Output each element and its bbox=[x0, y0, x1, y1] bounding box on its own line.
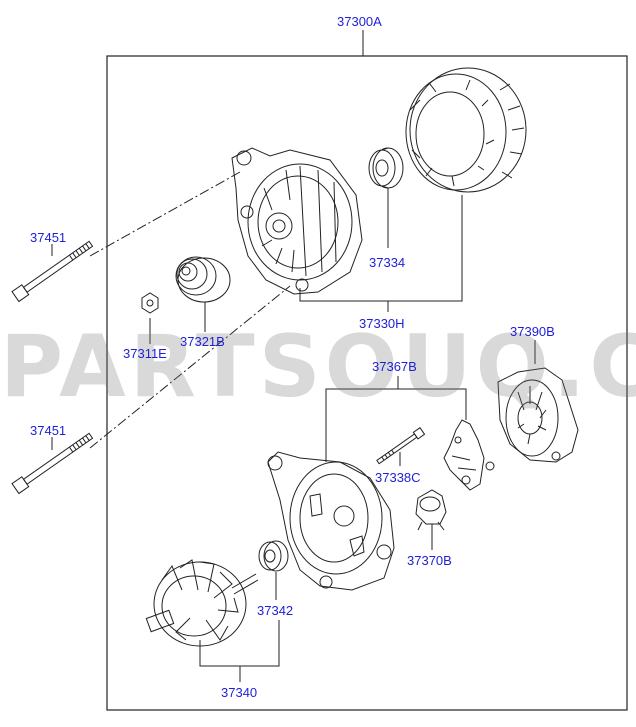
rear-housing-icon bbox=[267, 451, 395, 591]
pulley-icon bbox=[175, 256, 231, 303]
stud-bolt-icon bbox=[376, 427, 426, 465]
regulator-icon bbox=[443, 419, 495, 491]
rotor-icon bbox=[145, 559, 259, 647]
bearing-rear-icon bbox=[258, 540, 289, 572]
part-label-bolt-upper[interactable]: 37451 bbox=[30, 230, 67, 245]
bolt-lower-icon bbox=[11, 432, 94, 495]
rear-cover-icon bbox=[497, 367, 579, 463]
rotor-bracket bbox=[199, 620, 280, 667]
part-label-stud-bolt[interactable]: 37338C bbox=[375, 470, 421, 485]
part-label-rotor[interactable]: 37340 bbox=[221, 685, 258, 700]
bearing-front-icon bbox=[368, 147, 404, 189]
part-label-bolt-lower[interactable]: 37451 bbox=[30, 423, 67, 438]
assembly-part-number[interactable]: 37300A bbox=[337, 14, 382, 29]
bolt-upper-centerline bbox=[89, 171, 241, 257]
part-label-nut[interactable]: 37311E bbox=[123, 346, 167, 361]
regulator-bracket bbox=[325, 388, 467, 462]
part-label-regulator-assy[interactable]: 37367B bbox=[372, 359, 417, 374]
brush-holder-icon bbox=[415, 489, 447, 531]
part-label-bearing-rear[interactable]: 37342 bbox=[257, 603, 294, 618]
assembly-frame bbox=[106, 55, 628, 711]
part-label-bearing-front[interactable]: 37334 bbox=[369, 255, 406, 270]
part-label-housing-assy[interactable]: 37330H bbox=[359, 316, 405, 331]
bolt-upper-icon bbox=[11, 240, 94, 303]
part-label-pulley[interactable]: 37321B bbox=[180, 334, 225, 349]
part-label-cover[interactable]: 37390B bbox=[510, 324, 555, 339]
front-housing-icon bbox=[231, 147, 363, 295]
stator-icon bbox=[405, 67, 527, 193]
part-label-brush-holder[interactable]: 37370B bbox=[407, 553, 452, 568]
housing-bracket bbox=[299, 195, 463, 302]
nut-icon bbox=[141, 292, 159, 314]
bolt-lower-centerline bbox=[89, 285, 291, 449]
